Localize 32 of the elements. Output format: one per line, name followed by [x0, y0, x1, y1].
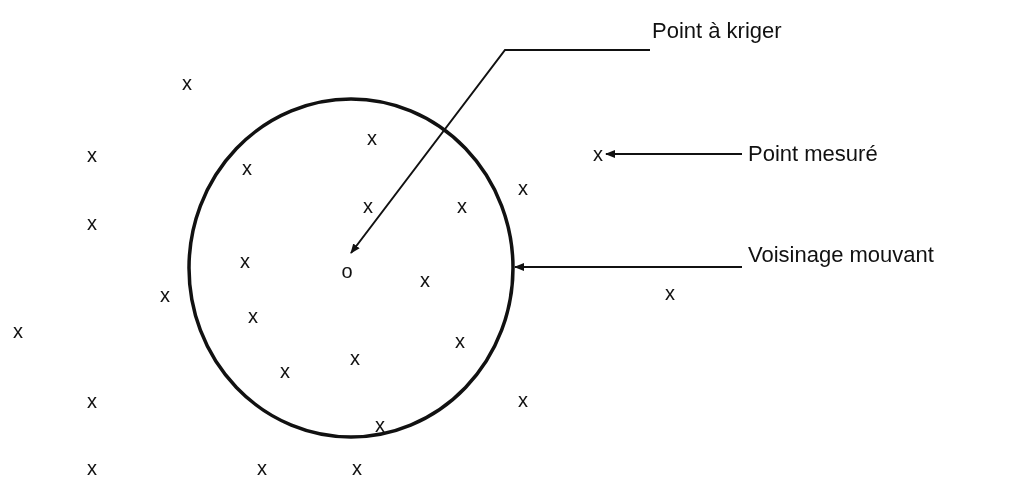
point-marker: x — [367, 128, 377, 148]
point-marker: x — [240, 251, 250, 271]
point-marker: x — [13, 321, 23, 341]
leader-arrow — [514, 263, 743, 271]
point-marker: x — [593, 144, 603, 164]
point-marker: x — [257, 458, 267, 478]
point-marker: x — [87, 145, 97, 165]
point-marker: x — [363, 196, 373, 216]
point-marker: x — [160, 285, 170, 305]
point-marker: x — [457, 196, 467, 216]
point-marker: x — [87, 391, 97, 411]
point-marker: x — [375, 415, 385, 435]
point-marker: x — [350, 348, 360, 368]
point-marker: x — [665, 283, 675, 303]
neighborhood-circle — [187, 97, 515, 439]
point-marker: x — [87, 213, 97, 233]
point-marker: x — [455, 331, 465, 351]
point-marker: x — [280, 361, 290, 381]
point-marker: x — [242, 158, 252, 178]
point-marker: x — [518, 178, 528, 198]
point-marker: x — [87, 458, 97, 478]
point-marker: x — [420, 270, 430, 290]
point-marker: x — [518, 390, 528, 410]
annotation-label: Point mesuré — [748, 141, 878, 167]
leader-arrow — [350, 49, 651, 254]
leader-arrow — [605, 150, 743, 158]
annotation-label: Point à kriger — [652, 18, 782, 44]
point-marker: x — [182, 73, 192, 93]
point-marker: x — [352, 458, 362, 478]
point-marker: x — [248, 306, 258, 326]
point-marker: o — [341, 261, 353, 281]
annotation-label: Voisinage mouvant — [748, 242, 934, 268]
